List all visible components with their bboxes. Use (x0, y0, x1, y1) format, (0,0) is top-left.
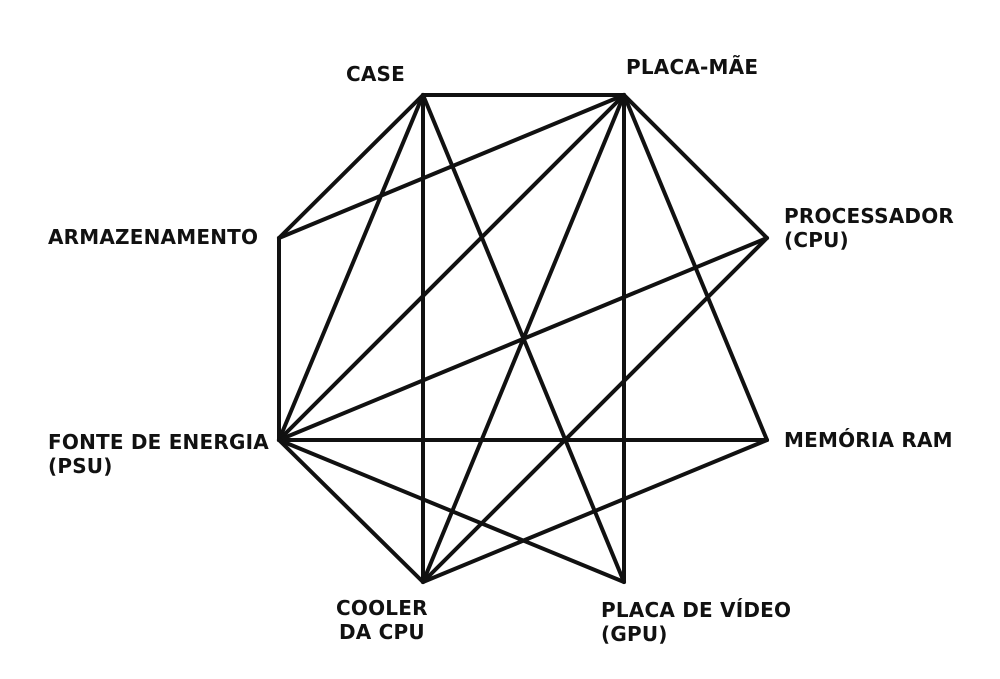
edge-psu-cooler (277, 438, 425, 584)
edge-motherboard-psu (277, 93, 626, 442)
edge-case-storage (277, 93, 425, 240)
node-label-psu: FONTE DE ENERGIA (PSU) (48, 430, 269, 478)
edge-motherboard-storage (277, 93, 626, 240)
edge-case-psu (277, 93, 425, 442)
node-label-storage: ARMAZENAMENTO (48, 225, 258, 249)
edge-psu-gpu (277, 438, 626, 584)
node-label-case: CASE (346, 62, 405, 86)
edge-cpu-cooler (421, 236, 769, 584)
node-label-cooler-line-2: DA CPU (338, 620, 425, 644)
node-label-motherboard-line-1: PLACA-MÃE (626, 55, 759, 79)
node-label-cpu-line-1: PROCESSADOR (784, 204, 954, 228)
node-label-psu-line-2: (PSU) (48, 454, 113, 478)
edge-ram-cooler (421, 438, 769, 584)
node-label-gpu: PLACA DE VÍDEO (GPU) (601, 598, 791, 646)
node-label-storage-line-1: ARMAZENAMENTO (48, 225, 259, 249)
node-label-gpu-line-2: (GPU) (601, 622, 668, 646)
node-label-ram: MEMÓRIA RAM (784, 428, 953, 452)
node-label-psu-line-1: FONTE DE ENERGIA (48, 430, 269, 454)
node-label-cpu-line-2: (CPU) (784, 228, 849, 252)
node-label-case-line-1: CASE (346, 62, 406, 86)
node-label-gpu-line-1: PLACA DE VÍDEO (601, 598, 792, 622)
node-label-motherboard: PLACA-MÃE (626, 55, 758, 79)
edge-motherboard-cpu (622, 93, 769, 240)
node-label-cooler: COOLER DA CPU (336, 596, 428, 644)
edge-cpu-psu (277, 236, 769, 442)
edge-group (277, 93, 769, 584)
node-label-cooler-line-1: COOLER (336, 596, 428, 620)
node-label-ram-line-1: MEMÓRIA RAM (784, 428, 953, 452)
node-label-cpu: PROCESSADOR (CPU) (784, 204, 954, 252)
